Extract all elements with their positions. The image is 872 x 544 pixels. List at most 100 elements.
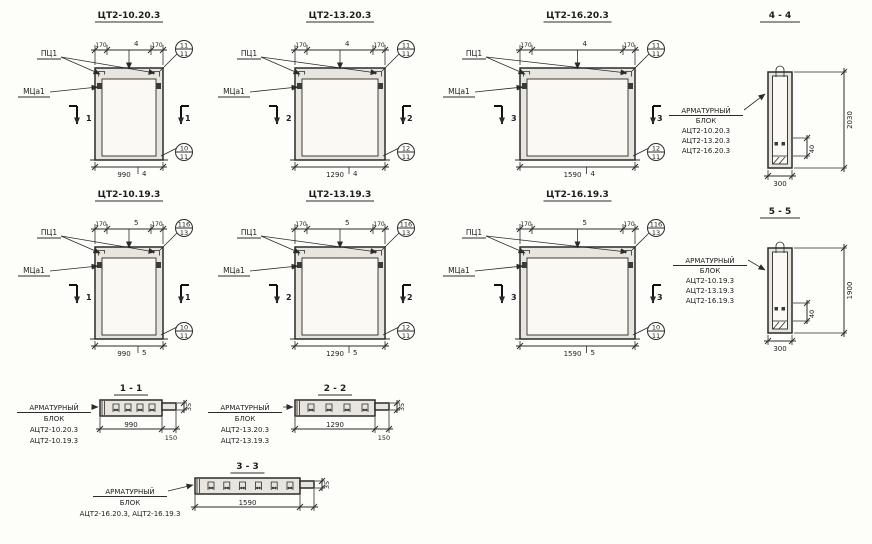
- wall-plate-left: [97, 83, 102, 89]
- rebar-dot: [240, 486, 243, 490]
- strip-core: [772, 75, 788, 165]
- dim-170-left: 170: [520, 42, 532, 49]
- dim-170-right: 170: [373, 221, 385, 228]
- note-line: АРМАТУРНЫЙ: [685, 256, 734, 265]
- dim-170-left: 170: [520, 221, 532, 228]
- mca1-leader: [249, 84, 299, 93]
- dim-tick: [381, 163, 389, 171]
- mca1-label: МЦа1: [223, 266, 245, 275]
- panel-opening: [101, 78, 157, 157]
- dim-tick: [381, 342, 389, 350]
- dim-tick: [172, 425, 180, 433]
- panel-title: ЦТ2-16.20.3: [546, 11, 609, 21]
- ref-sheet-number: 11: [402, 50, 410, 58]
- pc1-leader-left: [260, 56, 301, 75]
- dim-tick: [631, 342, 639, 350]
- mca1-leader: [474, 84, 524, 93]
- pc1-leader-right: [60, 235, 156, 254]
- dim-tick: [381, 46, 389, 54]
- dim-170-right: 170: [151, 42, 163, 49]
- note-line: БЛОК: [44, 415, 65, 423]
- stirrup: [343, 403, 351, 412]
- rebar-dot: [781, 142, 785, 146]
- thickness-dim: 35: [398, 403, 406, 411]
- dim-tick: [840, 68, 848, 76]
- ref-position-number: 10: [180, 145, 188, 153]
- pc1-leader-right: [260, 235, 378, 255]
- pc1-leader-left: [60, 235, 101, 254]
- side-section-4-4: 4 - 4203040300АРМАТУРНЫЙБЛОКАЦТ2-10.20.3…: [669, 11, 854, 188]
- pc1-label: ПЦ1: [41, 228, 57, 237]
- width-dim: 1290: [326, 171, 344, 179]
- ref-position-number: 116: [650, 221, 662, 229]
- dim-170-right: 170: [623, 42, 635, 49]
- rebar-dot: [774, 307, 778, 311]
- position-callout-bottom: 5: [142, 349, 146, 357]
- stirrup: [148, 403, 156, 412]
- dim-tick: [516, 225, 524, 233]
- dim-tick: [516, 163, 524, 171]
- pc1-label: ПЦ1: [466, 49, 482, 58]
- ref-position-number: 12: [402, 324, 410, 332]
- section-title: 3 - 3: [236, 462, 259, 472]
- dim-tick: [840, 164, 848, 172]
- bubble-leader: [382, 326, 400, 336]
- bubble-leader: [381, 232, 400, 251]
- dim-tick: [296, 503, 304, 511]
- pc1-leader-right: [485, 235, 628, 255]
- bubble-leader: [159, 232, 178, 251]
- rebar-dot: [208, 486, 211, 490]
- note-line: АЦТ2-10.20.3: [682, 127, 730, 135]
- dim-tick: [840, 329, 848, 337]
- dim-170-left: 170: [295, 42, 307, 49]
- note-line: БЛОК: [700, 267, 721, 275]
- dim-tick: [516, 342, 524, 350]
- dim-tick: [764, 172, 772, 180]
- rebar-dot: [113, 408, 117, 412]
- lifting-loop: [775, 65, 785, 77]
- wall-plate-left: [97, 262, 102, 268]
- height-dim: 1900: [846, 282, 854, 300]
- width-dim: 300: [773, 180, 786, 188]
- section-number: 1: [185, 293, 191, 302]
- note-line: АЦТ2-13.20.3: [682, 137, 730, 145]
- section-number: 2: [286, 114, 292, 123]
- note-line: АЦТ2-10.20.3: [30, 426, 78, 434]
- bar-step: [374, 402, 390, 411]
- dim-tick: [393, 399, 401, 407]
- bubble-leader: [632, 326, 650, 336]
- thickness-dim: 40: [808, 145, 816, 153]
- dim-tick: [291, 225, 299, 233]
- rebar-dot: [256, 486, 259, 490]
- width-dim: 1590: [239, 499, 257, 507]
- rebar-dot: [365, 408, 368, 412]
- rebar-dot: [290, 486, 293, 490]
- mca1-label: МЦа1: [223, 87, 245, 96]
- stirrup: [223, 481, 231, 490]
- position-callout-top: 4: [583, 40, 588, 48]
- dim-tick: [310, 503, 318, 511]
- stirrup: [207, 481, 215, 490]
- width-dim: 1590: [564, 171, 582, 179]
- wall-plate-left: [522, 262, 527, 268]
- note-line: БЛОК: [235, 415, 256, 423]
- dim-tick: [371, 425, 379, 433]
- dim-tick: [318, 477, 326, 485]
- rebar-dot: [242, 486, 245, 490]
- dim-tick: [159, 225, 167, 233]
- width-dim: 1590: [564, 350, 582, 358]
- ref-sheet-number: 13: [652, 229, 660, 237]
- ref-sheet-number: 11: [652, 153, 660, 161]
- dim-tick: [803, 134, 811, 142]
- wall-plate-left: [297, 262, 302, 268]
- bubble-leader: [382, 147, 400, 157]
- ref-sheet-number: 11: [402, 332, 410, 340]
- dim-tick: [191, 503, 199, 511]
- note-line: АЦТ2-10.19.3: [686, 277, 734, 285]
- stirrup: [270, 481, 278, 490]
- bubble-leader: [381, 53, 400, 72]
